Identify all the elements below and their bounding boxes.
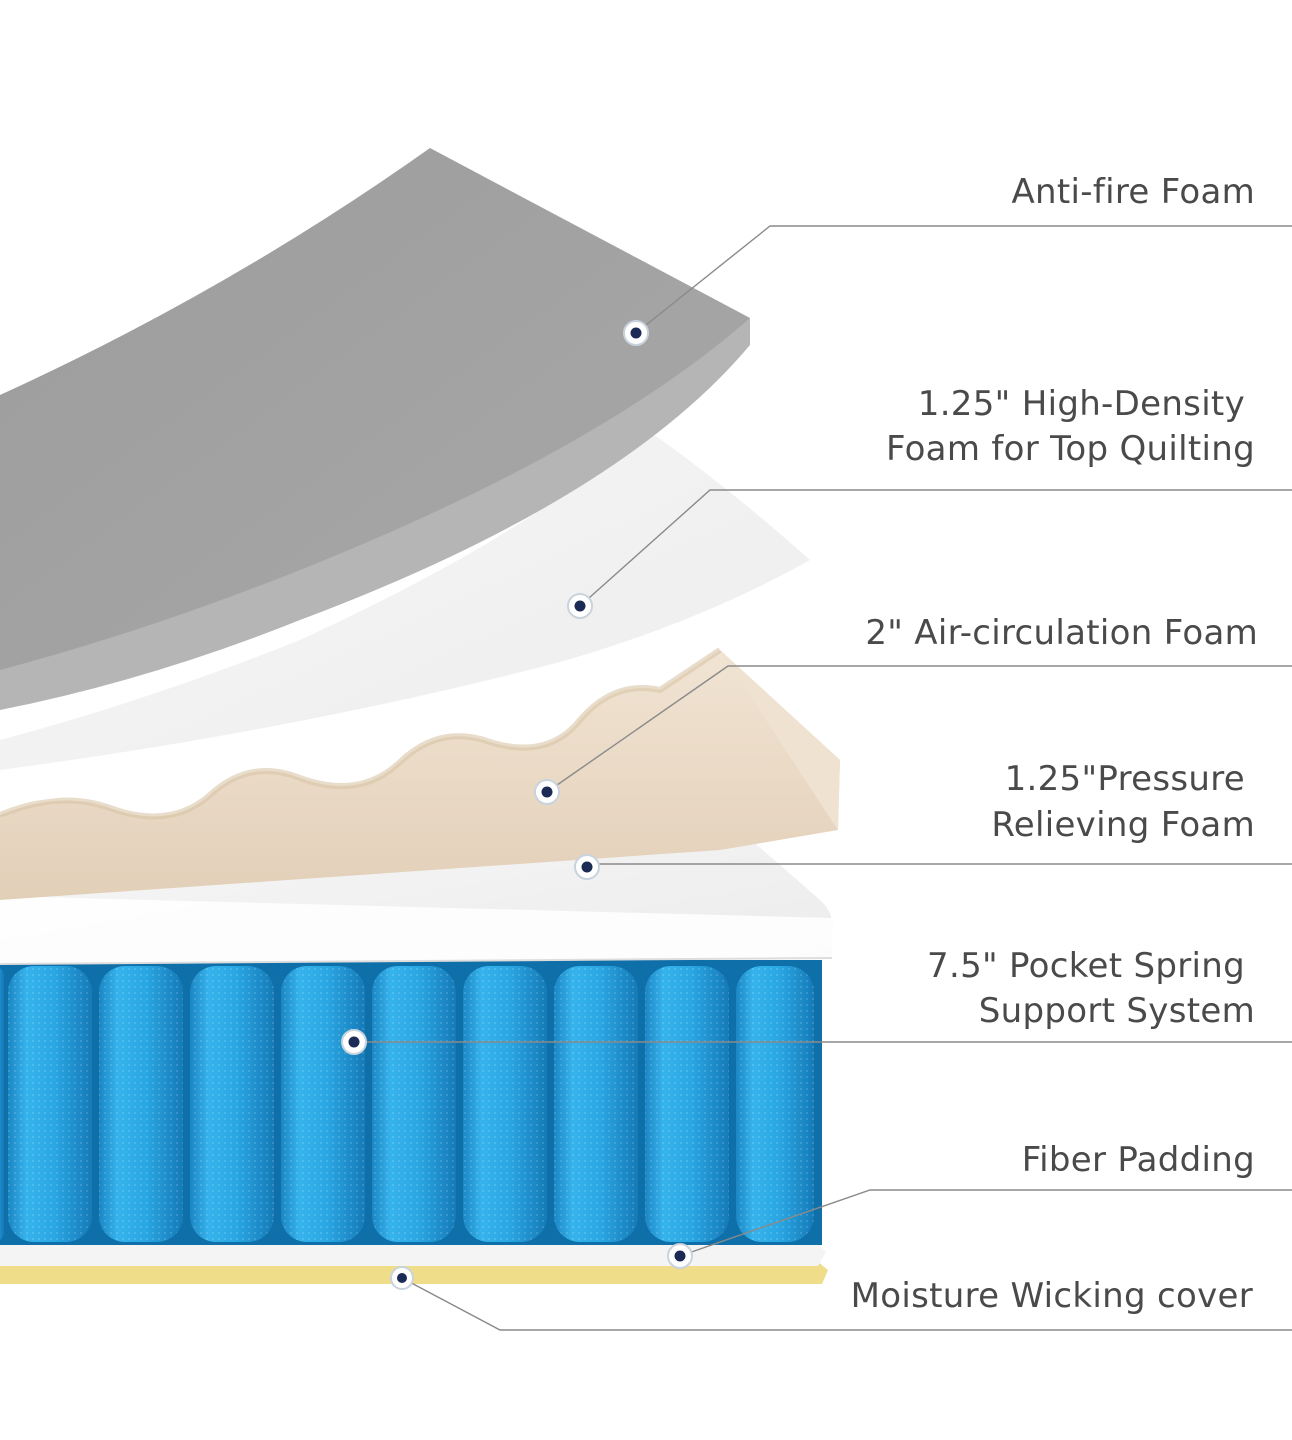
spring-pocket-mesh (372, 966, 456, 1242)
fiber-padding-marker (667, 1243, 693, 1269)
air-circulation-foam-shape (0, 647, 840, 900)
spring-pocket-mesh (736, 966, 814, 1242)
pocket-spring-label-line1: 7.5" Pocket Spring (927, 946, 1245, 986)
high-density-label-line1: 1.25" High-Density (918, 384, 1245, 424)
mattress-base (0, 817, 833, 1284)
pocket-spring-shape (0, 960, 822, 1245)
marker-dots (341, 320, 693, 1290)
leader-lines (354, 225, 1292, 1331)
labels: Anti-fire Foam 1.25" High-Density Foam f… (851, 172, 1258, 1316)
anti-fire-label: Anti-fire Foam (1011, 172, 1255, 212)
spring-pocket-mesh (281, 966, 365, 1242)
moisture-wicking-marker (390, 1266, 414, 1290)
moisture-wicking-cover-shape (0, 1262, 828, 1284)
pressure-relieving-label-line1: 1.25"Pressure (1005, 759, 1245, 799)
pocket-spring-label-line2: Support System (979, 991, 1255, 1031)
pocket-spring-marker (341, 1029, 367, 1055)
fiber-padding-label: Fiber Padding (1022, 1140, 1255, 1180)
moisture-wicking-label: Moisture Wicking cover (851, 1276, 1253, 1316)
spring-pocket-mesh (463, 966, 547, 1242)
spring-pocket-mesh (8, 966, 92, 1242)
air-circulation-label: 2" Air-circulation Foam (865, 613, 1258, 653)
spring-pocket-edge (0, 968, 4, 1240)
spring-pocket-mesh (645, 966, 729, 1242)
high-density-foam-shape (0, 425, 810, 805)
spring-pocket-mesh (99, 966, 183, 1242)
spring-pocket-mesh (554, 966, 638, 1242)
high-density-marker (567, 593, 593, 619)
pressure-relieving-marker (574, 854, 600, 880)
pressure-relieving-label-line2: Relieving Foam (991, 805, 1255, 845)
air-circulation-marker (534, 779, 560, 805)
anti-fire-marker (623, 320, 649, 346)
anti-fire-foam-shape (0, 148, 750, 710)
spring-pocket-mesh (190, 966, 274, 1242)
high-density-label-line2: Foam for Top Quilting (886, 429, 1255, 469)
